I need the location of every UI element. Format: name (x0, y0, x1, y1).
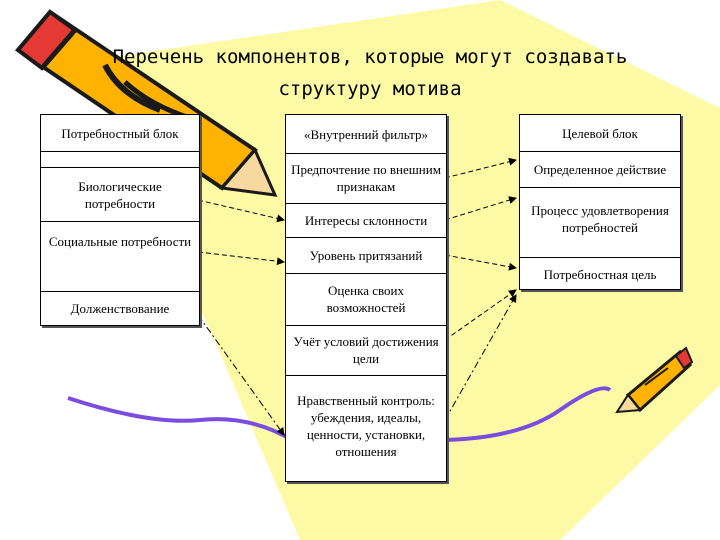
goal-block: Целевой блок Определенное действие Проце… (519, 114, 681, 290)
needs-item-social: Социальные потребности (48, 233, 192, 249)
filter-item-conditions: Учёт условий достижения цели (293, 334, 439, 366)
needs-item-duty: Долженствование (70, 300, 170, 316)
divider (41, 291, 199, 292)
arrow-social-to-level (197, 251, 285, 266)
divider (520, 151, 680, 152)
arrow-bio-to-interests (197, 199, 285, 223)
arrow-pref-to-action (444, 157, 517, 179)
title-line-1: Перечень компонентов, которые могут созд… (112, 46, 628, 68)
divider (286, 273, 446, 274)
divider (41, 221, 199, 222)
goal-item-target: Потребностная цель (543, 266, 657, 282)
inner-filter-block: «Внутренний фильтр» Предпочтение по внеш… (285, 114, 447, 482)
goal-block-header: Целевой блок (562, 125, 638, 141)
divider (41, 167, 199, 168)
arrow-conditions-to-goal (444, 289, 517, 341)
goal-item-action: Определенное действие (533, 161, 667, 177)
inner-filter-header: «Внутренний фильтр» (304, 126, 428, 142)
filter-item-preference: Предпочтение по внешним признакам (291, 162, 441, 194)
needs-block: Потребностный блок Биологические потребн… (40, 114, 200, 326)
purple-curve-left (67, 396, 294, 442)
divider (41, 151, 199, 152)
needs-item-bio: Биологические потребности (78, 179, 162, 211)
divider (520, 257, 680, 258)
arrow-duty-to-ethics (197, 314, 285, 436)
filter-item-aspiration: Уровень притязаний (309, 247, 423, 263)
filter-item-moral-control: Нравственный контроль: убеждения, идеалы… (297, 393, 435, 459)
purple-curve-right (444, 386, 612, 442)
pencil-icon (615, 346, 694, 414)
divider (286, 203, 446, 204)
filter-item-self-assessment: Оценка своих возможностей (326, 283, 406, 315)
arrow-ethics-to-goal (444, 294, 517, 421)
divider (286, 375, 446, 376)
goal-item-process: Процесс удовлетворения потребностей (531, 203, 669, 235)
divider (286, 153, 446, 154)
divider (286, 325, 446, 326)
divider (286, 237, 446, 238)
needs-block-header: Потребностный блок (61, 125, 179, 141)
arrow-level-to-goal (444, 254, 517, 271)
arrow-interests-to-process (444, 196, 517, 221)
divider (520, 187, 680, 188)
filter-item-interests: Интересы склонности (304, 212, 428, 228)
title-line-2: структуру мотива (278, 78, 462, 100)
